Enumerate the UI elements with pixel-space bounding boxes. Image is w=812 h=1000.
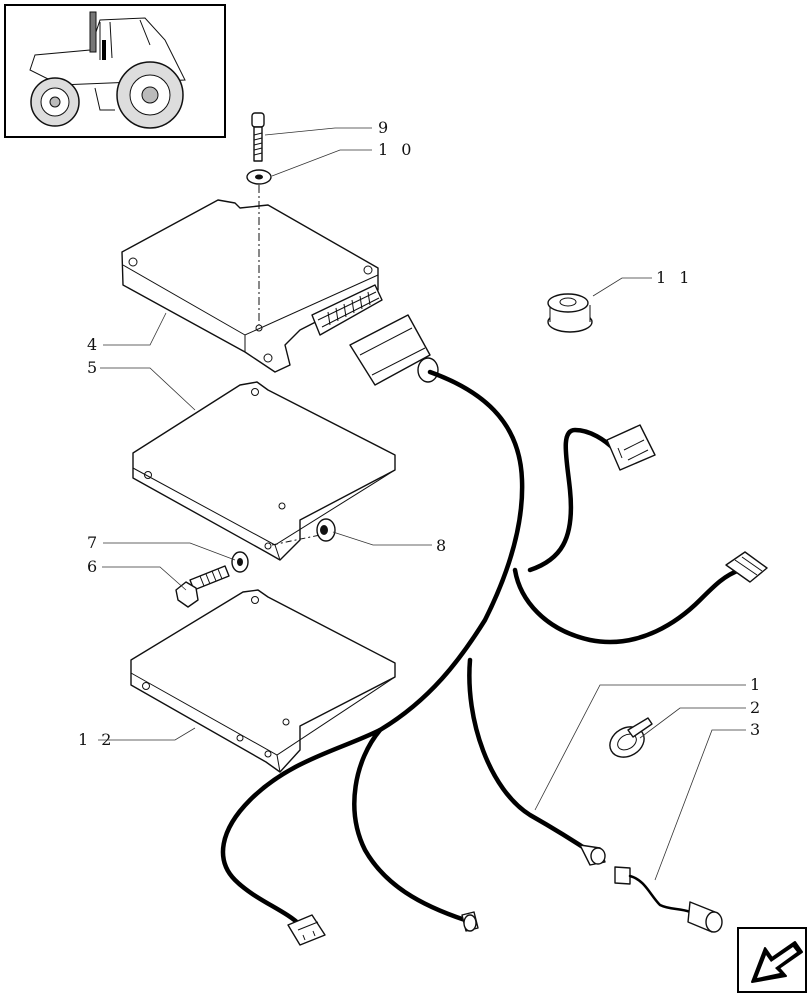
mounting-bracket — [132, 381, 396, 561]
hex-bolt — [175, 565, 230, 608]
tractor-thumbnail-icon[interactable] — [4, 4, 226, 138]
callout-12: 1 2 — [78, 730, 115, 749]
callout-11: 1 1 — [656, 268, 693, 287]
callout-3: 3 — [750, 720, 764, 739]
rubber-grommet — [547, 293, 593, 333]
callout-10: 1 0 — [378, 140, 415, 159]
callout-7: 7 — [87, 533, 101, 552]
wiring-harness — [220, 314, 768, 946]
callout-6: 6 — [87, 557, 101, 576]
callout-9: 9 — [378, 118, 392, 137]
lower-bracket-plate — [130, 589, 396, 773]
callout-labels: 9 1 0 1 1 4 5 7 6 8 1 2 1 2 3 — [78, 118, 764, 749]
cable-clip — [609, 717, 653, 758]
callout-5: 5 — [87, 358, 101, 377]
callout-8: 8 — [436, 536, 450, 555]
callout-4: 4 — [87, 335, 101, 354]
electronic-control-unit — [121, 199, 383, 373]
next-page-arrow-icon[interactable] — [737, 927, 807, 993]
lock-nut — [316, 518, 336, 542]
callout-1: 1 — [750, 675, 764, 694]
leader-lines — [98, 127, 746, 881]
mounting-bolt — [251, 112, 265, 162]
washer — [246, 169, 272, 185]
flat-washer — [231, 551, 249, 573]
callout-2: 2 — [750, 698, 764, 717]
